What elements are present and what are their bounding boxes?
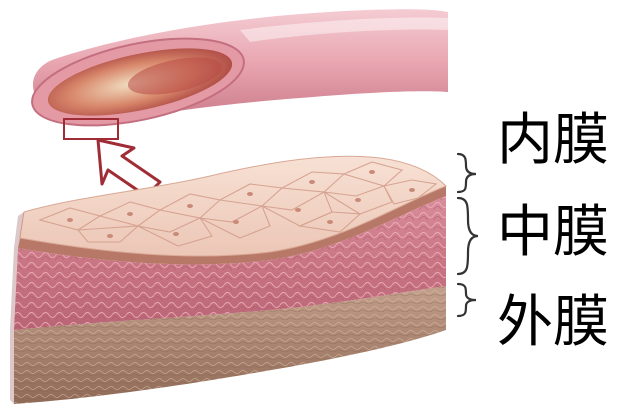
label-media: 中膜	[497, 205, 609, 261]
label-intima: 内膜	[497, 113, 609, 169]
brace-adventitia	[458, 284, 476, 316]
wall-section-block	[10, 156, 446, 404]
vessel-tube	[24, 9, 448, 141]
brace-media	[458, 198, 478, 274]
label-adventitia: 外膜	[497, 295, 609, 351]
brace-intima	[458, 154, 476, 192]
curly-brace-icon	[458, 154, 478, 316]
